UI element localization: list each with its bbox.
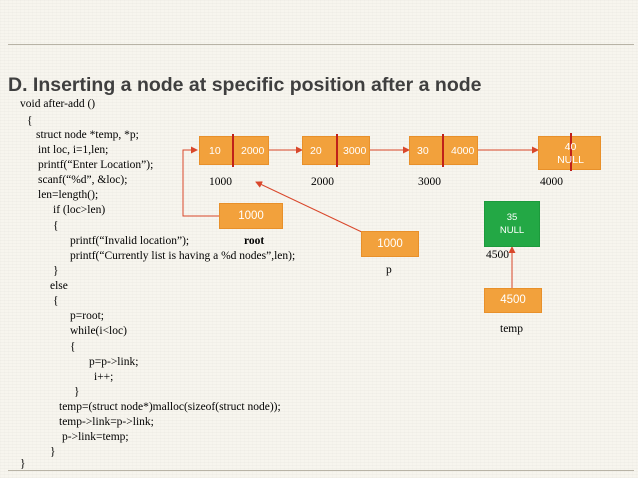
code-line: } <box>20 458 26 470</box>
code-line: } <box>50 446 56 458</box>
code-line: len=length(); <box>38 189 99 201</box>
code-line: int loc, i=1,len; <box>38 144 109 156</box>
list-node: 10 2000 <box>199 134 269 167</box>
node-link: 2000 <box>241 145 265 157</box>
new-node-address: 4500 <box>486 249 509 261</box>
code-line: { <box>70 341 76 353</box>
node-address: 3000 <box>418 176 441 188</box>
code-line: i++; <box>94 371 114 383</box>
node-divider <box>570 133 572 171</box>
root-label: root <box>244 235 265 247</box>
node-divider <box>232 134 234 167</box>
code-line: void after-add () <box>20 98 96 110</box>
list-node: 30 4000 <box>409 134 478 167</box>
node-link: NULL <box>557 154 584 166</box>
code-line: printf(“Currently list is having a %d no… <box>70 250 296 262</box>
code-line: } <box>74 386 80 398</box>
temp-label: temp <box>500 323 523 335</box>
p-pointer-box: 1000 <box>361 231 419 257</box>
code-line: p->link=temp; <box>62 431 129 443</box>
list-node: 40 NULL <box>538 133 601 171</box>
node-address: 1000 <box>209 176 232 188</box>
code-line: { <box>53 220 59 232</box>
node-divider <box>336 134 338 167</box>
code-line: } <box>53 265 59 277</box>
node-link: 4000 <box>451 145 475 157</box>
bottom-rule <box>8 470 634 471</box>
code-line: p=p->link; <box>89 356 139 368</box>
p-arrow <box>255 181 367 235</box>
node-data: 30 <box>417 145 429 157</box>
node-divider <box>442 134 444 167</box>
node-data: 20 <box>310 145 322 157</box>
code-line: printf(“Enter Location”); <box>38 159 154 171</box>
code-line: printf(“Invalid location”); <box>70 235 190 247</box>
node-data: 10 <box>209 145 221 157</box>
code-line: temp->link=p->link; <box>59 416 154 428</box>
code-line: scanf(“%d”, &loc); <box>38 174 128 186</box>
node-link: 3000 <box>343 145 367 157</box>
code-line: { <box>27 115 33 127</box>
top-rule <box>8 44 634 45</box>
code-line: while(i<loc) <box>70 325 127 337</box>
code-line: temp=(struct node*)malloc(sizeof(struct … <box>59 401 281 413</box>
root-value: 1000 <box>238 210 264 222</box>
node-data: 40 <box>564 141 577 153</box>
p-label: p <box>386 264 392 276</box>
new-node: 35 NULL <box>484 201 540 247</box>
p-value: 1000 <box>377 238 403 250</box>
node-address: 2000 <box>311 176 334 188</box>
node-address: 4000 <box>540 176 563 188</box>
code-line: struct node *temp, *p; <box>36 129 139 141</box>
new-node-link: NULL <box>499 225 525 236</box>
code-line: else <box>50 280 68 292</box>
code-line: if (loc>len) <box>53 204 106 216</box>
temp-value: 4500 <box>500 294 526 306</box>
code-line: p=root; <box>70 310 104 322</box>
root-pointer-box: 1000 <box>219 203 283 229</box>
list-node: 20 3000 <box>302 134 370 167</box>
temp-pointer-box: 4500 <box>484 288 542 313</box>
root-arrow <box>182 146 219 217</box>
slide-title: D. Inserting a node at specific position… <box>8 74 482 96</box>
new-node-data: 35 <box>506 212 518 223</box>
code-line: { <box>53 295 59 307</box>
